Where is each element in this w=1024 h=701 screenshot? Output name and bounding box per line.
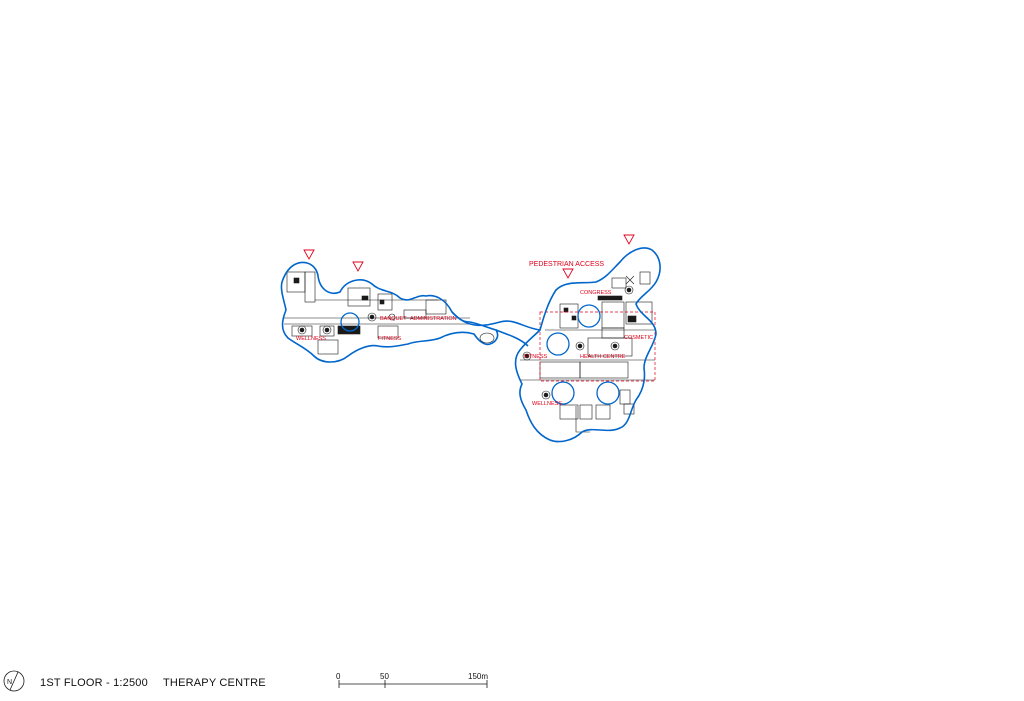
label-wellness-right: WELLNESS <box>532 401 562 407</box>
label-administration: ADMINISTRATION <box>410 316 457 322</box>
label-fitness-right: FITNESS <box>524 354 548 360</box>
north-arrow-letter: N <box>7 679 12 686</box>
health-centre-zone <box>539 311 656 382</box>
left-building-rooms <box>284 271 470 355</box>
left-building-outline <box>280 261 499 363</box>
scale-bar <box>338 680 488 688</box>
right-building: PEDESTRIAN ACCESS CONGRESS COSMETIC FITN… <box>514 234 661 443</box>
label-pedestrian-access: PEDESTRIAN ACCESS <box>529 261 604 268</box>
scale-tick-0: 0 <box>336 672 341 681</box>
scale-tick-150m: 150m <box>468 672 489 681</box>
scale-tick-50: 50 <box>380 672 389 681</box>
label-wellness-left: WELLNESS <box>296 336 326 342</box>
left-building: BANQUET ADMINISTRATION WELLNESS FITNESS <box>280 249 499 363</box>
label-cosmetic: COSMETIC <box>624 335 653 341</box>
label-banquet: BANQUET <box>380 316 407 322</box>
connecting-bridge <box>451 311 541 331</box>
right-courtyards <box>546 304 620 405</box>
label-congress: CONGRESS <box>580 290 612 296</box>
right-building-outline <box>514 247 661 443</box>
entrance-marker-right-1 <box>562 268 574 279</box>
left-pavilion <box>479 332 495 344</box>
entrance-marker-right-2 <box>623 234 635 245</box>
right-building-rooms <box>520 271 655 433</box>
drawing-title-project: THERAPY CENTRE <box>163 677 266 689</box>
label-health-centre: HEALTH CENTRE <box>580 354 626 360</box>
entrance-marker-left-2 <box>352 261 364 272</box>
label-fitness-left: FITNESS <box>378 336 402 342</box>
entrance-marker-left-1 <box>303 249 315 260</box>
north-arrow: N <box>3 670 25 692</box>
connecting-bridge-lower <box>495 329 529 347</box>
left-courtyard <box>340 312 360 332</box>
drawing-title-floor: 1ST FLOOR - 1:2500 <box>40 677 148 689</box>
